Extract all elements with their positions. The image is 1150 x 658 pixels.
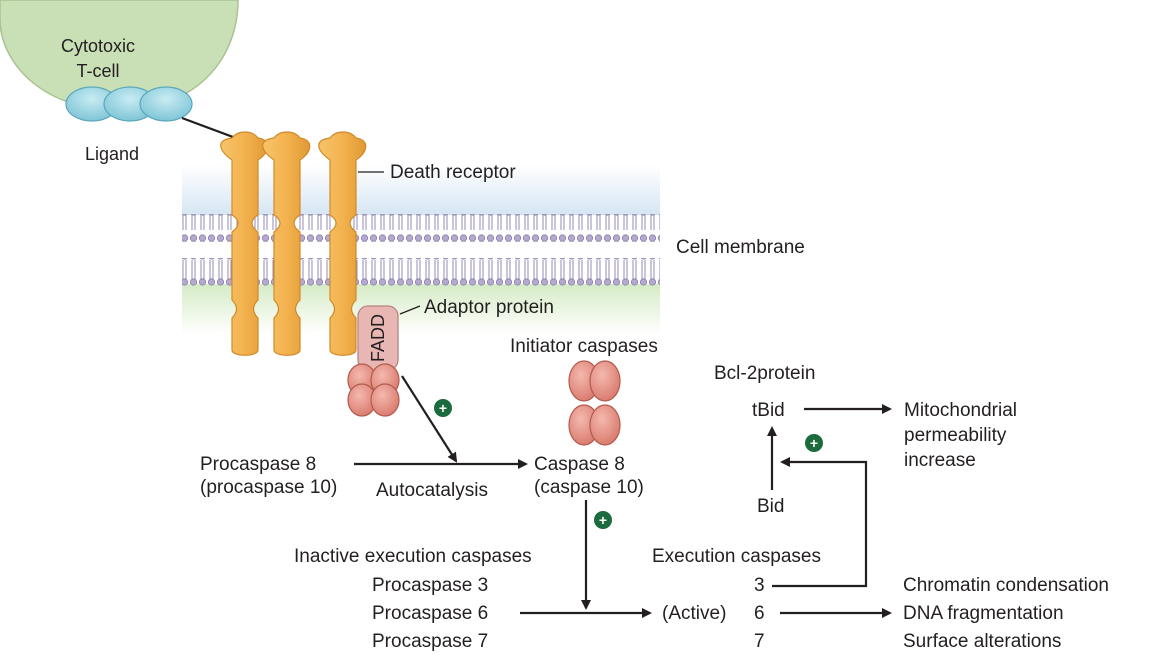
execution-caspase-6: 6: [754, 603, 765, 624]
ligand-molecule: [65, 86, 193, 122]
execution-caspases-title: Execution caspases: [652, 546, 821, 567]
autocatalysis-label: Autocatalysis: [376, 480, 488, 501]
initiator-caspase-dimers: [568, 360, 621, 446]
outcome-dna-fragmentation: DNA fragmentation: [903, 603, 1064, 624]
procaspase-3-label: Procaspase 3: [372, 575, 488, 596]
fadd-label: FADD: [368, 314, 388, 362]
cell-membrane-bilayer: [182, 214, 660, 286]
bcl2-protein-title: Bcl-2protein: [714, 363, 815, 384]
initiator-caspases-title: Initiator caspases: [510, 336, 658, 357]
tcell-label-line1: Cytotoxic: [61, 36, 135, 56]
plus-icon-autocatalysis: [434, 399, 452, 417]
intracellular-space: [182, 284, 660, 334]
extracellular-space: [182, 165, 660, 215]
plus-icon-autocatalysis-glyph: +: [439, 400, 447, 416]
fadd-to-autocatalysis-arrow: [401, 375, 458, 463]
adaptor-leader: [399, 305, 421, 315]
cell-membrane-label: Cell membrane: [676, 237, 805, 258]
outcome-chromatin-condensation: Chromatin condensation: [903, 575, 1109, 596]
bid-label: Bid: [757, 496, 784, 517]
mitochondrial-line1: Mitochondrial: [904, 400, 1017, 421]
ligand-label: Ligand: [85, 144, 139, 164]
procaspase-8-label: Procaspase 8: [200, 454, 316, 475]
procaspase-7-label: Procaspase 7: [372, 631, 488, 652]
mitochondrial-line2: permeability: [904, 425, 1007, 446]
plus-icon-caspase-activation: [594, 511, 612, 529]
tcell-label-line2: T-cell: [76, 61, 119, 81]
procaspase-6-label: Procaspase 6: [372, 603, 488, 624]
caspase-3-to-bid-arrow: [772, 457, 868, 588]
procaspase-10-label: (procaspase 10): [200, 477, 337, 498]
caspase-8-label: Caspase 8: [534, 454, 625, 475]
execution-caspase-7: 7: [754, 631, 765, 652]
caspase-10-label: (caspase 10): [534, 477, 644, 498]
execution-caspase-3: 3: [754, 575, 765, 596]
tbid-label: tBid: [752, 400, 785, 421]
outcome-surface-alterations: Surface alterations: [903, 631, 1061, 652]
death-receptor-trimer: [220, 131, 367, 356]
active-label: (Active): [662, 603, 726, 624]
inactive-execution-title: Inactive execution caspases: [294, 546, 532, 567]
mitochondrial-line3: increase: [904, 450, 976, 471]
death-receptor-label: Death receptor: [390, 162, 516, 183]
procaspase-8-cluster: [347, 363, 400, 417]
adaptor-protein-label: Adaptor protein: [424, 297, 554, 318]
plus-icon-bid-cleavage: [805, 434, 823, 452]
plus-icon-caspase-activation-glyph: +: [599, 512, 607, 528]
plus-icon-bid-cleavage-glyph: +: [810, 435, 818, 451]
